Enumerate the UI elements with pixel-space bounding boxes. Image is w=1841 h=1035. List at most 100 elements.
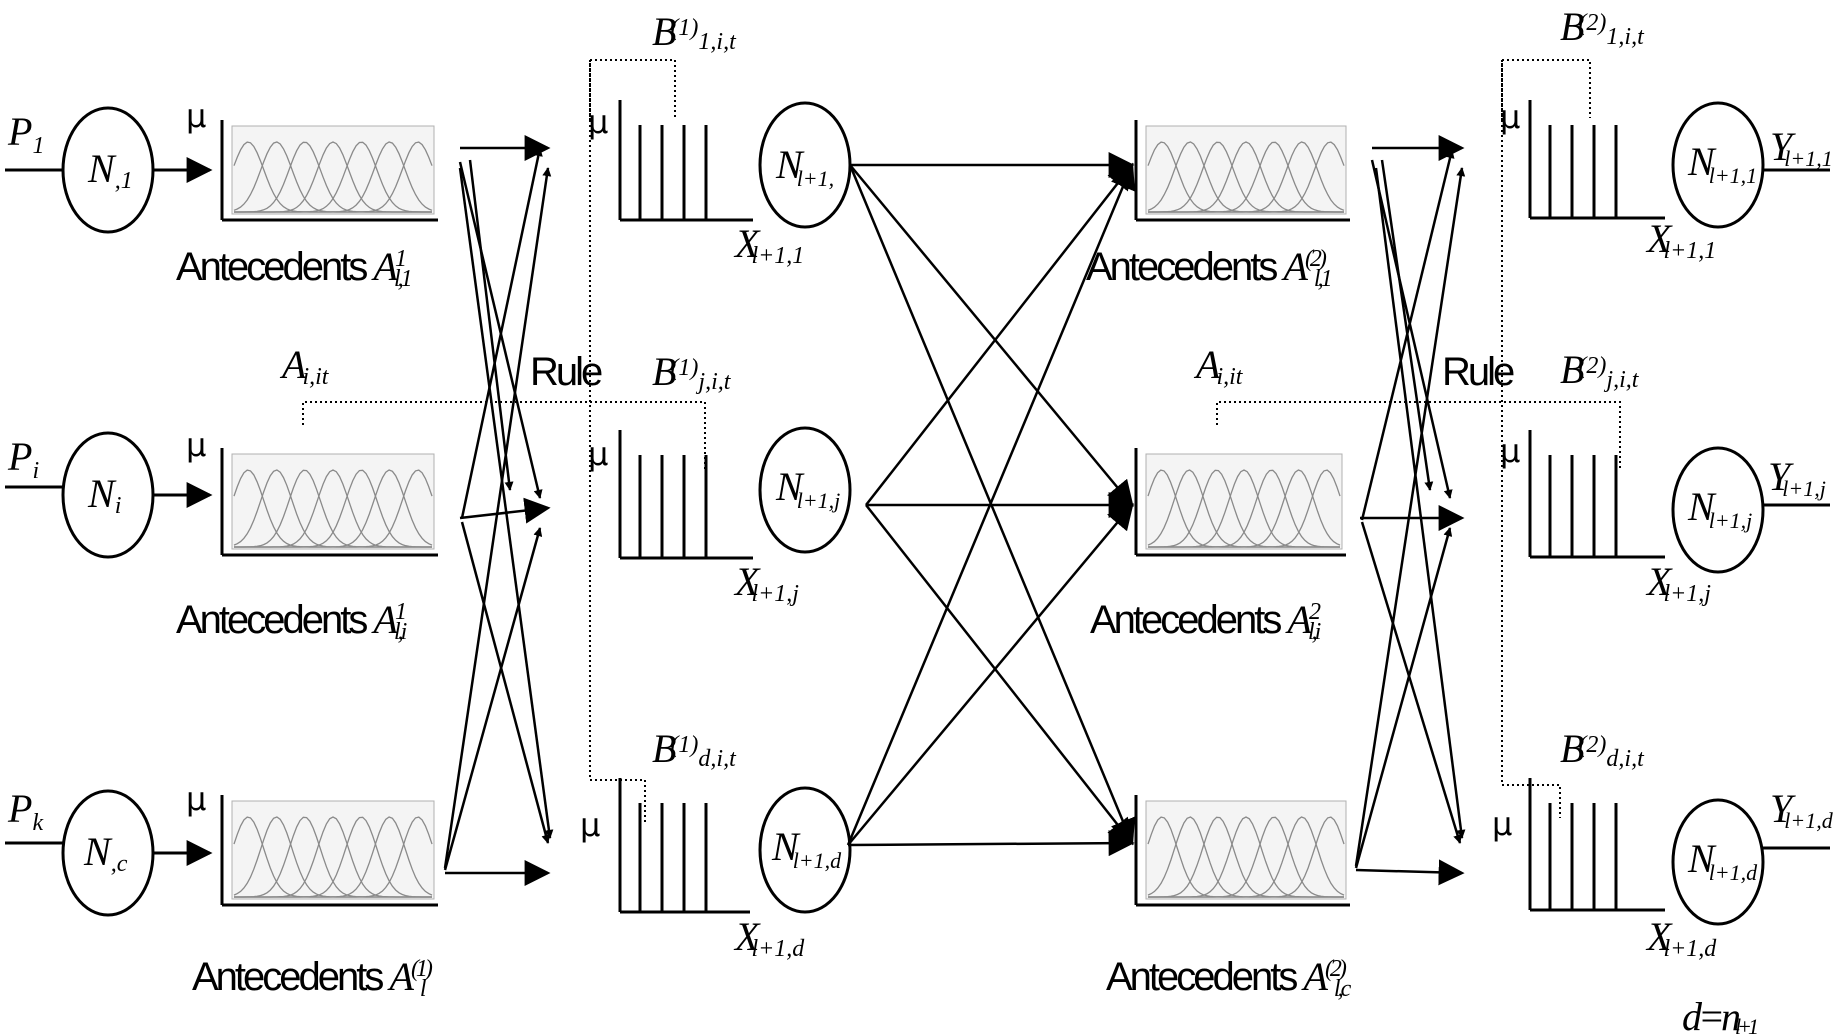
membership-plot [1134,795,1350,907]
y-label-1: Y [1770,124,1796,169]
mu-label: μ [588,103,608,141]
singleton-plot [1528,100,1665,220]
y-label-d: Y [1770,786,1796,831]
b-label-left-1: B [652,9,676,54]
svg-text:N,c: N,c [83,829,128,877]
antecedents-label-left-1: Antecedents [176,245,374,289]
mu-label: μ [1492,805,1512,843]
input-n-label-c: N [83,829,113,874]
svg-text:Nl+1,: Nl+1, [775,142,834,191]
svg-text:Nl+1,1: Nl+1,1 [1687,139,1757,188]
antecedents-label-right-1: Antecedents [1086,245,1284,289]
output-node-label-d: N [1687,836,1717,881]
output-node-label-j: N [1687,484,1717,529]
x-label-right-d: X [1645,914,1673,959]
svg-text:B(2)d,i,t: B(2)d,i,t [1560,726,1645,772]
singleton-plot [1528,778,1665,912]
singleton-plots [618,100,1665,914]
x-label-left-j: X [733,559,761,604]
output-node-j [1671,446,1765,574]
a-it-label-right: A [1193,342,1221,387]
mu-label: μ [186,97,206,135]
mu-label: μ [1500,432,1520,470]
singleton-plot [618,430,753,560]
svg-text:Antecedents A1l,1: Antecedents A1l,1 [176,244,411,292]
membership-plot [220,795,438,907]
svg-text:Xl+1,d: Xl+1,d [733,914,805,962]
svg-text:Xl+1,1: Xl+1,1 [1645,216,1716,264]
svg-text:d=nl+1: d=nl+1 [1682,994,1757,1035]
svg-text:Nl+1,j: Nl+1,j [775,464,840,513]
svg-text:Antecedents A1l,i: Antecedents A1l,i [176,597,407,645]
svg-text:Ni: Ni [87,471,121,519]
input-p-label-1: P [7,109,32,154]
singleton-plot [618,100,753,222]
mu-label: μ [1500,98,1520,136]
b-label-left-j: B [652,349,676,394]
svg-text:Nl+1,j: Nl+1,j [1687,484,1752,533]
svg-text:Antecedents A(1)l: Antecedents A(1)l [192,954,433,1002]
membership-function-plots [220,120,1350,907]
b-label-right-1: B [1560,4,1584,49]
antecedents-label-left-c: Antecedents [192,955,390,999]
b-label-right-d: B [1560,726,1584,771]
antecedents-label-right-c: Antecedents [1106,955,1304,999]
input-layer [5,106,213,917]
svg-text:P1: P1 [7,109,44,159]
connection-arrows [443,135,1466,886]
svg-text:N,1: N,1 [87,146,133,194]
membership-plot [1134,448,1346,557]
svg-text:Nl+1,d: Nl+1,d [771,824,842,873]
output-node-d [1671,798,1765,926]
svg-text:Pi: Pi [7,434,39,484]
svg-text:B(1)1,i,t: B(1)1,i,t [652,9,737,55]
antecedents-label-right-i: Antecedents [1090,598,1288,642]
input-p-label-i: P [7,434,32,479]
membership-plot [1134,120,1350,222]
x-label-right-j: X [1645,559,1673,604]
membership-plot [220,448,438,557]
svg-text:Antecedents A(2)l,c: Antecedents A(2)l,c [1106,954,1352,1002]
rule-label-right: Rule [1442,350,1514,394]
x-label-left-1: X [733,221,761,266]
y-label-j: Y [1768,454,1794,499]
output-node-label-1: N [1687,139,1717,184]
hidden-node-label-d: N [771,824,801,869]
svg-text:Xl+1,j: Xl+1,j [733,559,799,607]
svg-text:B(1)j,i,t: B(1)j,i,t [652,349,732,395]
svg-text:Yl+1,j: Yl+1,j [1768,454,1826,501]
hidden-node-label-j: N [775,464,805,509]
svg-text:Xl+1,j: Xl+1,j [1645,559,1711,607]
input-p-label-k: P [7,786,32,831]
svg-text:Pk: Pk [7,786,43,836]
svg-text:B(2)j,i,t: B(2)j,i,t [1560,347,1640,393]
svg-text:Antecedents A2l,i: Antecedents A2l,i [1090,597,1321,645]
x-label-right-1: X [1645,216,1673,261]
hidden-node-d [758,786,852,914]
mu-label: μ [186,426,206,464]
svg-text:Yl+1,1: Yl+1,1 [1770,124,1833,171]
singleton-plot [618,778,750,914]
svg-text:Antecedents A(2)l,1: Antecedents A(2)l,1 [1086,244,1331,292]
antecedents-label-left-i: Antecedents [176,598,374,642]
svg-text:Xl+1,d: Xl+1,d [1645,914,1717,962]
b-label-left-d: B [652,726,676,771]
svg-text:Ai,it: Ai,it [279,342,330,390]
mu-label: μ [580,806,600,844]
svg-text:B(1)d,i,t: B(1)d,i,t [652,726,737,772]
rule-label-left: Rule [530,350,602,394]
hidden-node-1 [758,101,852,229]
a-it-label-left: A [279,342,307,387]
mu-label: μ [186,780,206,818]
svg-text:B(2)1,i,t: B(2)1,i,t [1560,4,1645,50]
input-n-label-i: N [87,471,117,516]
dotted-guides [302,59,1621,822]
svg-text:Ai,it: Ai,it [1193,342,1244,390]
output-node-1 [1671,101,1765,229]
x-label-left-d: X [733,914,761,959]
membership-plot [220,120,438,222]
hidden-node-j [758,426,852,554]
input-n-label-1: N [87,146,117,191]
singleton-plot [1528,430,1665,559]
